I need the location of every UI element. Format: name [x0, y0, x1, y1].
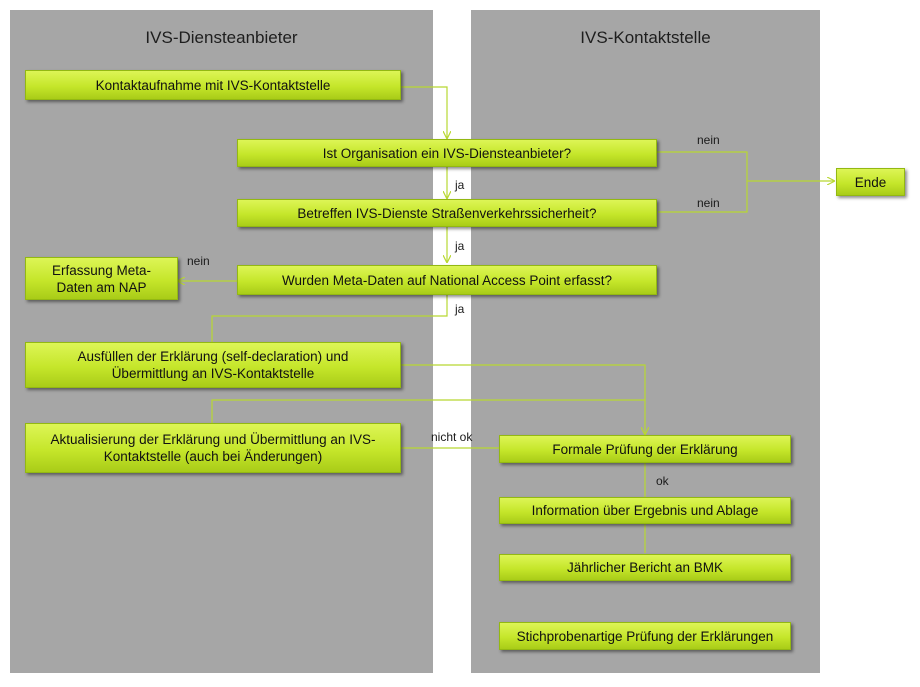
box-formale-pruefung-text: Formale Prüfung der Erklärung	[552, 441, 738, 457]
box-ist-organisation: Ist Organisation ein IVS-Diensteanbieter…	[237, 139, 657, 167]
box-ende: Ende	[836, 168, 905, 196]
box-ausfuellen: Ausfüllen der Erklärung (self-declaratio…	[25, 342, 401, 388]
connector-org-nein-to-ende	[657, 151, 748, 213]
box-bericht: Jährlicher Bericht an BMK	[499, 554, 791, 581]
box-stichprobe-text: Stichprobenartige Prüfung der Erklärunge…	[516, 628, 774, 644]
box-information: Information über Ergebnis und Ablage	[499, 497, 791, 524]
label-ok: ok	[656, 474, 669, 488]
lane-title-kontaktstelle: IVS-Kontaktstelle	[580, 28, 711, 47]
connector-meta-ja-to-ausfuellen	[211, 295, 448, 342]
box-ende-text: Ende	[854, 174, 887, 190]
box-information-text: Information über Ergebnis und Ablage	[531, 503, 759, 518]
label-nicht-ok: nicht ok	[431, 430, 473, 444]
label-nein-organisation: nein	[697, 133, 720, 147]
box-stichprobe: Stichprobenartige Prüfung der Erklärunge…	[499, 622, 791, 650]
label-ja-meta-daten: ja	[455, 302, 465, 316]
box-formale-pruefung: Formale Prüfung der Erklärung	[499, 435, 791, 463]
lane-diensteanbieter: IVS-Diensteanbieter	[10, 10, 433, 673]
box-kontaktaufnahme: Kontaktaufnahme mit IVS-Kontaktstelle	[25, 70, 401, 100]
label-ja-betreffen: ja	[455, 239, 465, 253]
box-ist-organisation-text: Ist Organisation ein IVS-Diensteanbieter…	[322, 145, 572, 161]
connector-kontakt-to-org	[401, 86, 447, 138]
lane-title-diensteanbieter: IVS-Diensteanbieter	[145, 28, 298, 47]
box-betreffen-text: Betreffen IVS-Dienste Straßenverkehrssic…	[297, 205, 597, 221]
box-kontaktaufnahme-text: Kontaktaufnahme mit IVS-Kontaktstelle	[95, 77, 331, 93]
box-erfassung-text: Erfassung Meta-Daten am NAP	[51, 262, 152, 295]
box-erfassung: Erfassung Meta-Daten am NAP	[25, 257, 178, 300]
box-meta-daten-text: Wurden Meta-Daten auf National Access Po…	[282, 272, 612, 288]
box-aktualisierung: Aktualisierung der Erklärung und Übermit…	[25, 423, 401, 473]
connector-aktualisierung-loop	[211, 399, 645, 423]
box-meta-daten: Wurden Meta-Daten auf National Access Po…	[237, 265, 657, 295]
label-ja-organisation: ja	[455, 178, 465, 192]
label-nein-betreffen: nein	[697, 196, 720, 210]
box-betreffen: Betreffen IVS-Dienste Straßenverkehrssic…	[237, 199, 657, 227]
label-nein-meta-daten: nein	[187, 254, 210, 268]
box-aktualisierung-text: Aktualisierung der Erklärung und Übermit…	[50, 432, 376, 464]
connector-ausfuellen-to-pruefung	[401, 364, 645, 434]
box-ausfuellen-text: Ausfüllen der Erklärung (self-declaratio…	[77, 349, 349, 381]
box-bericht-text: Jährlicher Bericht an BMK	[566, 560, 724, 575]
